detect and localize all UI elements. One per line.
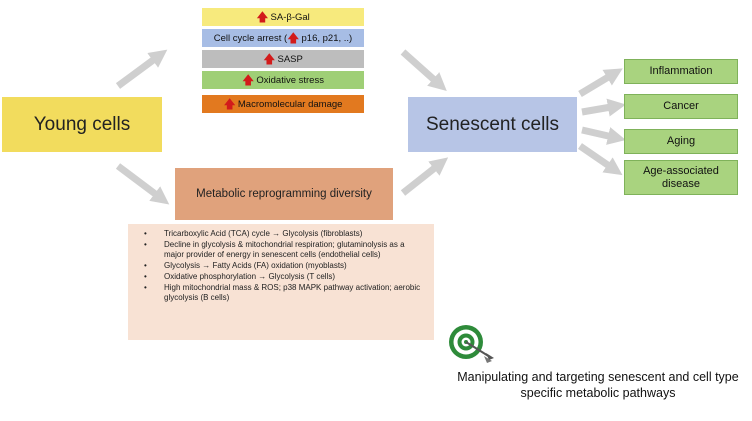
- arrow-markers-to-senescent: [400, 49, 447, 92]
- marker-label: Cell cycle arrest (: [213, 32, 288, 44]
- marker-label: Macromolecular damage: [237, 98, 343, 110]
- arrow-to-cancer: [581, 98, 626, 117]
- arrow-to-disease: [578, 143, 623, 176]
- outcome-label: Age-associated disease: [643, 164, 719, 190]
- arrow-young-to-metabolic: [115, 163, 170, 205]
- metabolic-reprogramming-box: Metabolic reprogramming diversity: [175, 168, 393, 220]
- up-arrow-icon: 🡅: [223, 97, 236, 111]
- bullet: •: [144, 283, 147, 293]
- item-text: Glycolysis → Fatty Acids (FA) oxidation …: [164, 261, 347, 271]
- arrow-metabolic-to-senescent: [400, 157, 449, 196]
- arrow-young-to-markers: [115, 49, 168, 89]
- marker-label: SASP: [277, 53, 303, 65]
- caption: Manipulating and targeting senescent and…: [457, 370, 739, 400]
- outcome-cancer: Cancer: [624, 94, 738, 119]
- list-item: • High mitochondrial mass & ROS; p38 MAPK…: [144, 283, 426, 304]
- up-arrow-icon: 🡅: [242, 73, 255, 87]
- outcome-inflammation: Inflammation: [624, 59, 738, 84]
- list-item: • Oxidative phosphorylation → Glycolysis …: [144, 272, 426, 282]
- marker-sasp: 🡅 SASP: [202, 50, 364, 68]
- senescent-cells-box: Senescent cells: [408, 97, 577, 152]
- marker-cell-cycle-arrest: Cell cycle arrest ( 🡅 p16, p21, ..): [202, 29, 364, 47]
- arrow-to-inflammation: [578, 68, 623, 98]
- bullet: •: [144, 239, 147, 249]
- marker-label-after: p16, p21, ..): [301, 32, 353, 44]
- target-icon: [449, 325, 494, 363]
- senescent-cells-label: Senescent cells: [425, 113, 560, 135]
- marker-label: SA-β-Gal: [270, 11, 310, 23]
- marker-oxidative-stress: 🡅 Oxidative stress: [202, 71, 364, 89]
- marker-macromolecular-damage: 🡅 Macromolecular damage: [202, 95, 364, 113]
- item-text: Tricarboxylic Acid (TCA) cycle → Glycoly…: [164, 229, 363, 238]
- outcome-age-associated-disease: Age-associated disease: [624, 160, 738, 195]
- outcome-label: Inflammation: [649, 65, 713, 78]
- up-arrow-icon: 🡅: [263, 52, 276, 66]
- list-item: • Glycolysis → Fatty Acids (FA) oxidation…: [144, 261, 426, 271]
- outcome-label: Cancer: [663, 100, 699, 113]
- outcome-aging: Aging: [624, 129, 738, 154]
- item-text: Decline in glycolysis & mitochondrial re…: [164, 239, 405, 260]
- item-text: High mitochondrial mass & ROS; p38 MAPK …: [164, 283, 421, 303]
- list-item: • Decline in glycolysis & mitochondrial r…: [144, 239, 426, 261]
- item-text: Oxidative phosphorylation → Glycolysis (…: [164, 272, 336, 282]
- list-item: • Tricarboxylic Acid (TCA) cycle → Glycol…: [144, 229, 426, 239]
- marker-label: Oxidative stress: [256, 74, 324, 86]
- up-arrow-icon: 🡅: [256, 10, 269, 24]
- young-cells-box: Young cells: [2, 97, 162, 152]
- metabolic-title: Metabolic reprogramming diversity: [196, 188, 372, 200]
- marker-sa-beta-gal: 🡅 SA-β-Gal: [202, 8, 364, 26]
- metabolic-details-list: • Tricarboxylic Acid (TCA) cycle → Glycol…: [136, 229, 426, 304]
- bullet: •: [144, 272, 147, 282]
- metabolic-details-panel: • Tricarboxylic Acid (TCA) cycle → Glycol…: [128, 224, 434, 340]
- up-arrow-icon: 🡅: [287, 31, 300, 45]
- outcome-label: Aging: [666, 135, 696, 148]
- arrow-to-aging: [581, 126, 626, 145]
- bullet: •: [144, 229, 147, 238]
- young-cells-label: Young cells: [33, 113, 131, 135]
- bullet: •: [144, 261, 147, 271]
